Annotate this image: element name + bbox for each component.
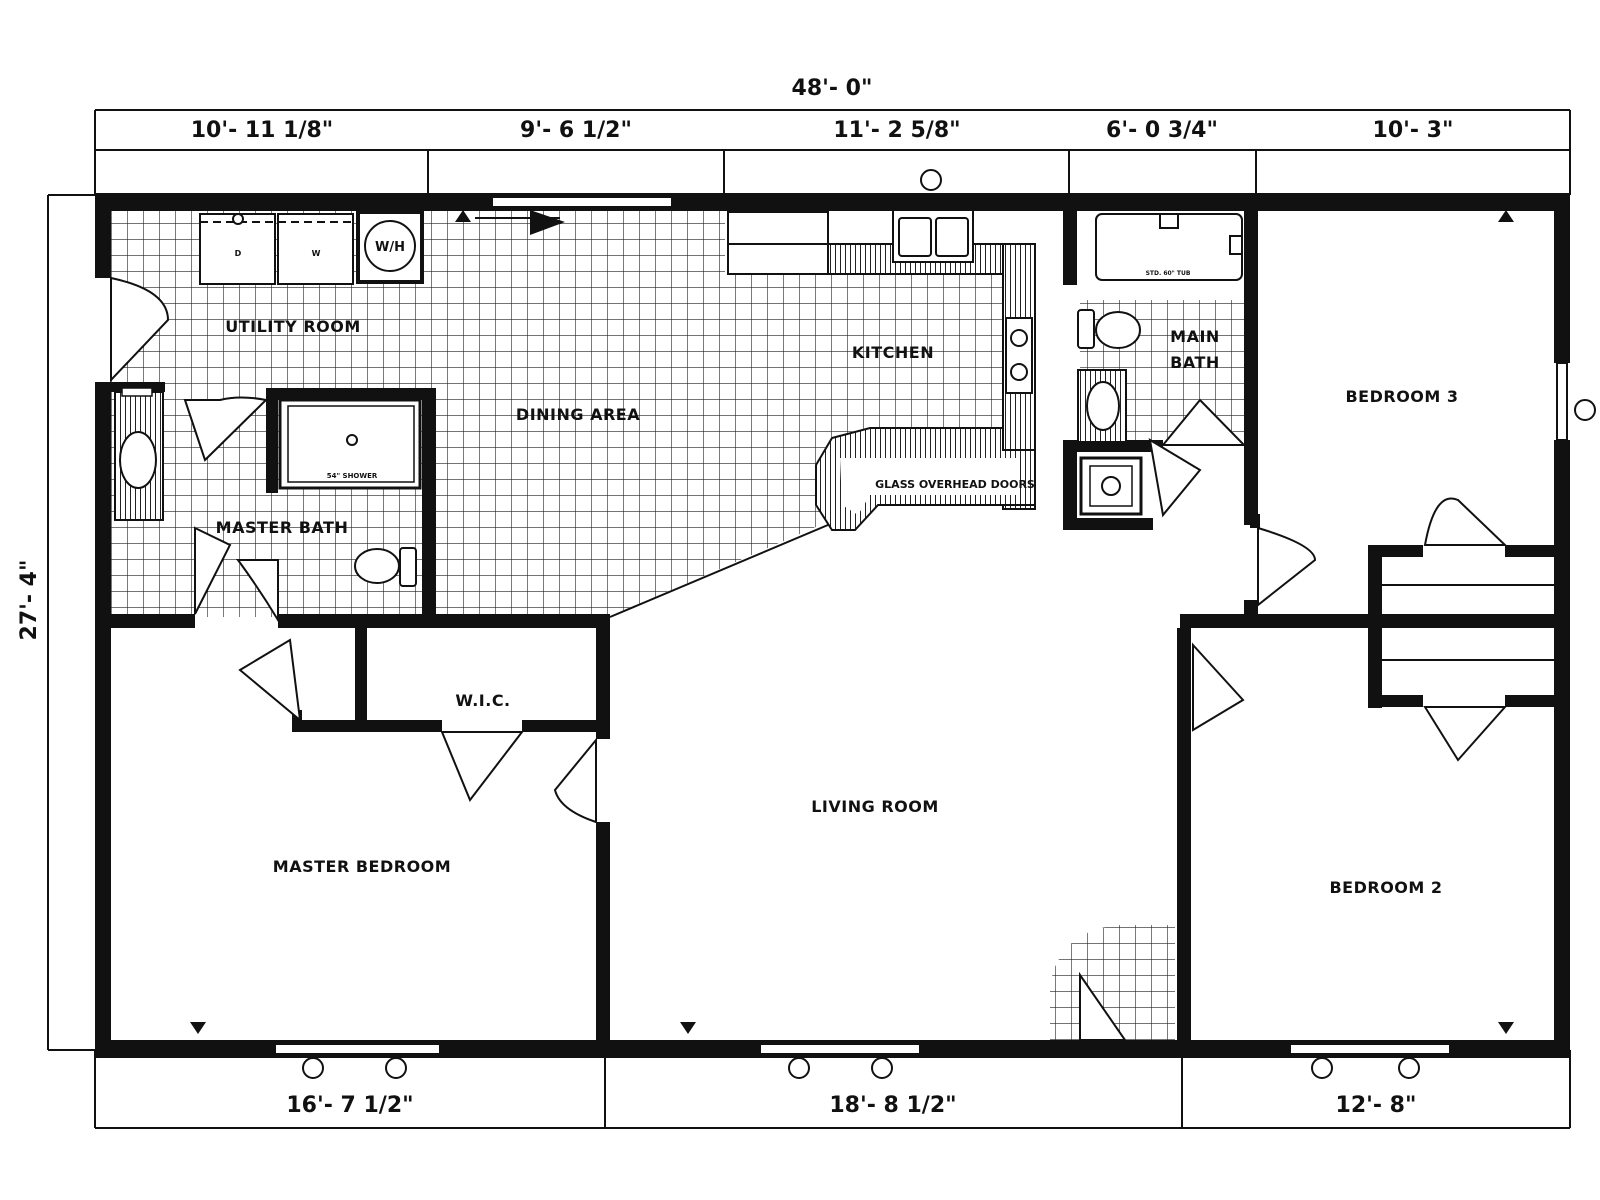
bedroom-2-label: BEDROOM 2 [1329, 878, 1442, 897]
markers [190, 210, 1514, 1034]
top-dimensions [94, 109, 1571, 195]
bedroom-3-label: BEDROOM 3 [1345, 387, 1458, 406]
top-dim-1: 10'- 11 1/8" [191, 118, 334, 143]
bottom-dim-3: 12'- 8" [1336, 1093, 1417, 1118]
shower-icon: 54" SHOWER [278, 398, 422, 490]
top-dim-5: 10'- 3" [1373, 118, 1454, 143]
top-dim-2: 9'- 6 1/2" [520, 118, 632, 143]
water-heater-label: W/H [375, 240, 405, 255]
top-dim-4: 6'- 0 3/4" [1106, 118, 1218, 143]
range-icon [1005, 317, 1033, 394]
side-dimension [47, 194, 95, 1051]
tub-label: STD. 60" TUB [1146, 270, 1191, 277]
utility-room-label: UTILITY ROOM [225, 317, 361, 336]
kitchen-label: KITCHEN [852, 343, 934, 362]
main-bath-toilet-icon [1077, 309, 1141, 349]
water-heater-icon: W/H [356, 210, 424, 284]
master-bedroom-label: MASTER BEDROOM [273, 857, 451, 876]
vanity-icon [114, 387, 164, 521]
hvac-icon [1079, 456, 1143, 516]
dining-area-label: DINING AREA [516, 405, 640, 424]
living-room-label: LIVING ROOM [811, 797, 939, 816]
outlet-icons [302, 169, 1596, 1079]
bottom-dim-2: 18'- 8 1/2" [829, 1093, 956, 1118]
interior-walls [95, 200, 1570, 1048]
toilet-icon [354, 547, 417, 587]
top-dim-3: 11'- 2 5/8" [833, 118, 960, 143]
master-bath-label: MASTER BATH [216, 518, 349, 537]
wic-label: W.I.C. [455, 691, 510, 710]
overall-depth: 27'- 4" [17, 560, 42, 641]
tub-icon: STD. 60" TUB [1095, 213, 1243, 281]
bottom-dimensions [94, 1050, 1571, 1129]
overall-width: 48'- 0" [792, 76, 873, 101]
main-bath-label-2: BATH [1170, 353, 1220, 372]
glass-doors-label: GLASS OVERHEAD DOORS [875, 478, 1035, 491]
bottom-dim-1: 16'- 7 1/2" [286, 1093, 413, 1118]
main-bath-sink-icon [1077, 369, 1127, 443]
main-bath-label-1: MAIN [1170, 327, 1220, 346]
shower-label: 54" SHOWER [327, 472, 378, 480]
kitchen-sink-icon [892, 209, 974, 263]
door-swings [110, 210, 1508, 1041]
windows [274, 196, 1568, 1055]
washer-label: W [312, 249, 321, 258]
dryer-label: D [235, 249, 242, 258]
dryer-washer: D W [199, 213, 354, 285]
